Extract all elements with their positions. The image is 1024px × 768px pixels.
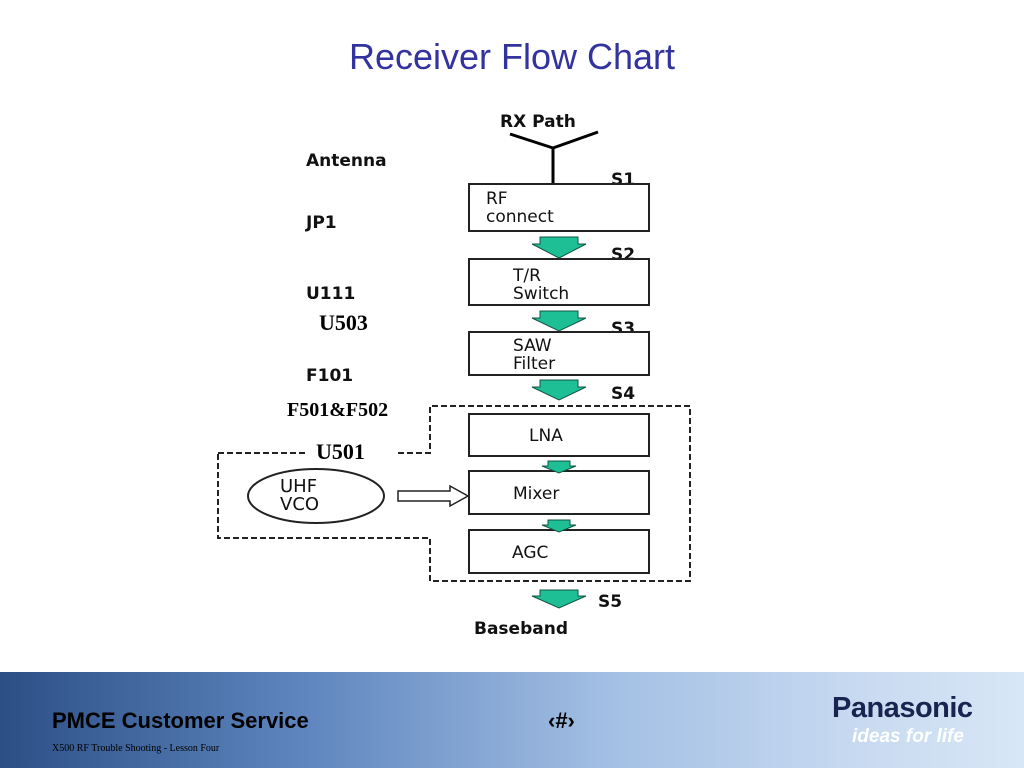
footer-subtitle: X500 RF Trouble Shooting - Lesson Four	[52, 743, 220, 754]
tr-switch-block: T/R Switch	[468, 258, 650, 306]
saw-filter-text-line1: SAW	[513, 336, 552, 356]
f501-label: F501&F502	[287, 399, 388, 421]
u111-label: U111	[306, 284, 355, 304]
lna-text: LNA	[529, 426, 563, 446]
saw-filter-text-line2: Filter	[513, 354, 555, 374]
u501-label: U501	[316, 439, 365, 464]
footer-bar: PMCE Customer Service X500 RF Trouble Sh…	[0, 672, 1024, 768]
flow-arrow-mixer-agc	[541, 519, 577, 533]
flow-arrow-s3	[531, 310, 587, 332]
panasonic-logo: Panasonic	[832, 692, 973, 724]
receiver-flow-diagram: RX Path Antenna JP1 U111 U503 F101 F501&…	[217, 112, 691, 639]
slide-title: Receiver Flow Chart	[348, 36, 676, 77]
stage-s5-label: S5	[598, 592, 622, 612]
antenna-label: Antenna	[306, 151, 387, 171]
rf-connect-text-line2: connect	[486, 207, 554, 227]
u501-dashed-enclosure	[217, 405, 691, 582]
slide-number: ‹#›	[548, 708, 575, 733]
tr-switch-text-line1: T/R	[512, 266, 541, 286]
flow-arrow-s2	[531, 236, 587, 259]
uhf-vco-text-line2: VCO	[280, 494, 319, 515]
uhf-vco-text-line1: UHF	[280, 476, 317, 497]
mixer-block: Mixer	[468, 470, 650, 515]
saw-filter-block: SAW Filter	[468, 331, 650, 376]
rx-path-label: RX Path	[500, 112, 576, 132]
flow-arrow-s4	[531, 379, 587, 401]
vco-to-mixer-arrow	[397, 484, 470, 508]
flow-arrow-s5	[531, 589, 587, 609]
jp1-label: JP1	[305, 213, 337, 233]
flow-arrow-lna-mixer	[541, 460, 577, 474]
f101-label: F101	[306, 366, 353, 386]
rf-connect-block: RF connect	[468, 183, 650, 232]
footer-title: PMCE Customer Service	[52, 708, 309, 733]
tr-switch-text-line2: Switch	[513, 284, 569, 304]
u503-label: U503	[319, 310, 368, 335]
lna-block: LNA	[468, 413, 650, 457]
agc-block: AGC	[468, 529, 650, 574]
brand-tagline: ideas for life	[852, 726, 964, 747]
antenna-icon	[509, 130, 599, 184]
u501-label-background	[308, 436, 398, 464]
uhf-vco-oval: UHF VCO	[247, 468, 385, 524]
rf-connect-text-line1: RF	[486, 189, 508, 209]
stage-s4-label: S4	[611, 384, 635, 404]
baseband-label: Baseband	[474, 619, 568, 639]
mixer-text: Mixer	[513, 484, 559, 504]
agc-text: AGC	[512, 543, 548, 563]
